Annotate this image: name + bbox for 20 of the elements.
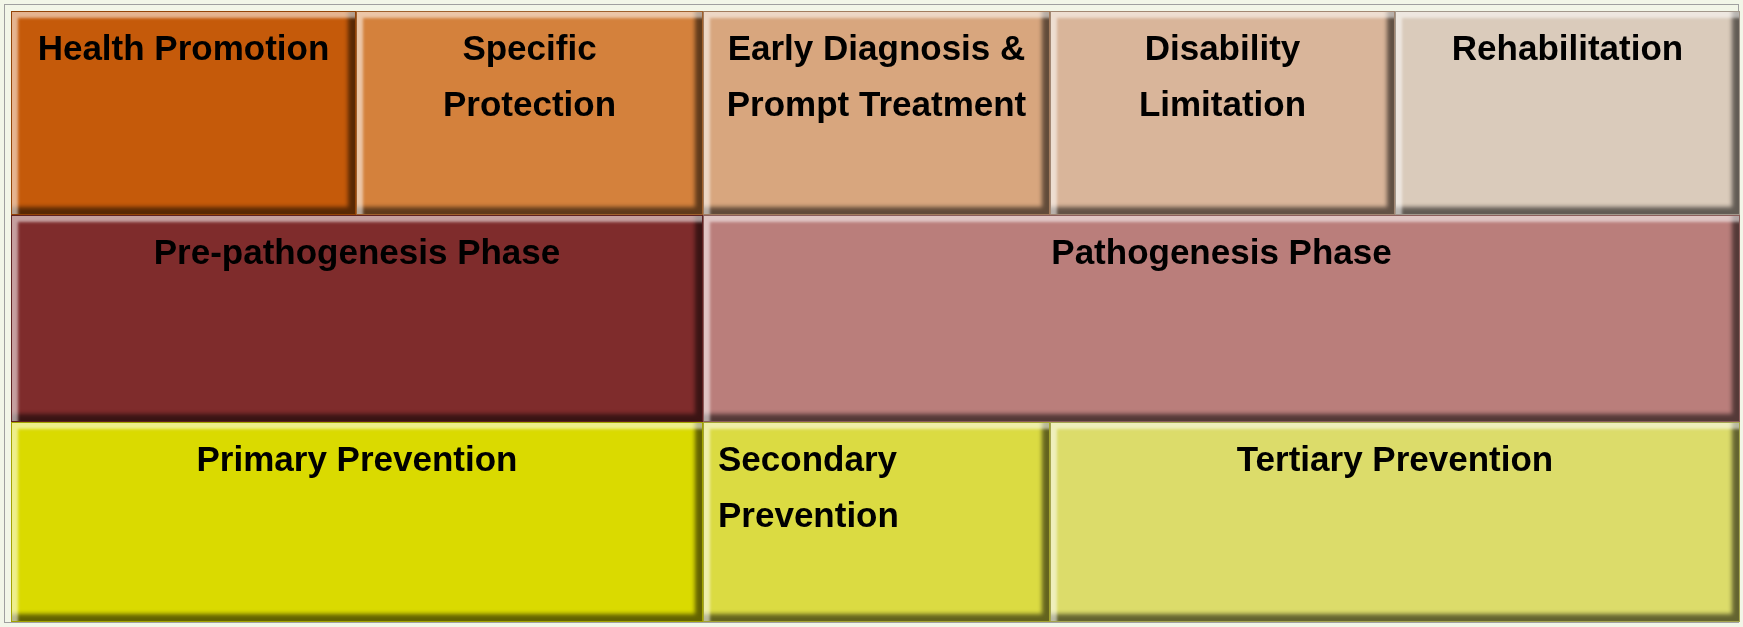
specific-protection-block [356,11,703,215]
health-promotion-block [11,11,356,215]
block-label: Rehabilitation [1450,27,1685,69]
block-label: Primary Prevention [195,438,519,480]
pathogenesis-phase-band [703,215,1740,422]
block-label: Specific Protection [441,27,618,125]
primary-prevention-band [11,422,703,622]
secondary-prevention-band [703,422,1050,622]
block-label: Health Promotion [36,27,331,69]
block-label: Early Diagnosis & Prompt Treatment [725,27,1028,125]
tertiary-prevention-band [1050,422,1740,622]
block-label: Pathogenesis Phase [1050,231,1393,273]
block-label: Disability Limitation [1137,27,1308,125]
disability-limitation-block [1050,11,1395,215]
block-label: Secondary Prevention [717,438,900,536]
early-diagnosis-block [703,11,1050,215]
block-label: Tertiary Prevention [1235,438,1555,480]
pre-pathogenesis-phase-band [11,215,703,422]
rehabilitation-block [1395,11,1740,215]
block-label: Pre-pathogenesis Phase [152,231,562,273]
